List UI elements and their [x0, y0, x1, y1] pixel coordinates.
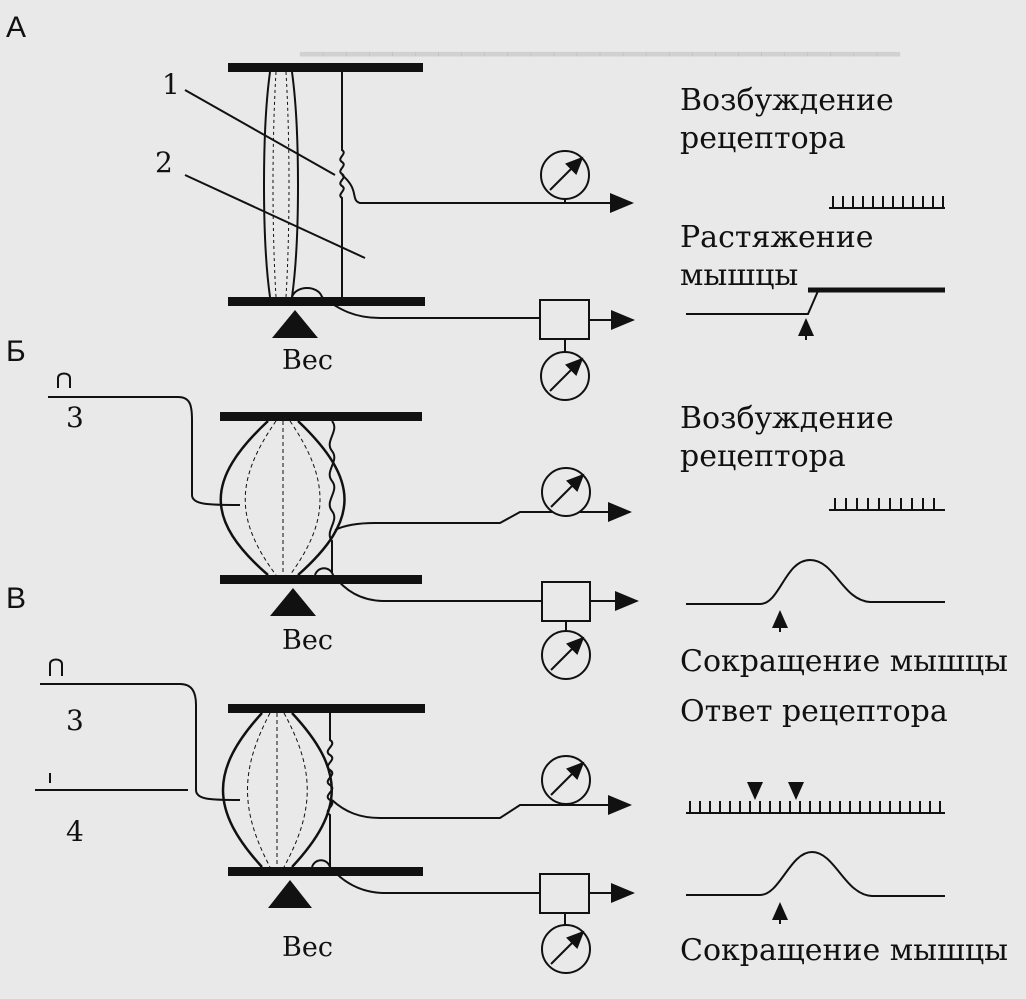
electrode-label-c4: 4 [66, 815, 84, 848]
transducer-lead-c [329, 866, 540, 894]
stimulator-lead-b [48, 396, 241, 506]
fulcrum-a [272, 310, 318, 338]
receptor-coil-a [339, 72, 345, 297]
nerve-lead-b [334, 502, 632, 531]
fulcrum-c [268, 880, 312, 908]
spike-train-b [829, 498, 945, 511]
panel-label-c: В [6, 582, 27, 615]
caption-b1-line1: Возбуждение [680, 401, 894, 436]
nerve-lead-c [331, 795, 632, 819]
panel-b-apparatus [48, 372, 945, 680]
label-1: 1 [162, 68, 180, 101]
transducer-box-a [539, 299, 590, 340]
top-plate-b [220, 412, 422, 421]
contraction-trace-c [686, 850, 945, 897]
nerve-lead-a [341, 174, 634, 213]
transducer-box-b [541, 581, 591, 622]
transducer-box-c [539, 873, 590, 914]
caption-b2: Сокращение мышцы [680, 644, 1009, 679]
caption-a2-line1: Растяжение [680, 220, 874, 255]
panel-label-a: А [6, 11, 27, 44]
spike-train-c [686, 801, 945, 814]
caption-b1-line2: рецептора [680, 439, 846, 474]
electrode-label-b3: 3 [66, 401, 84, 434]
contraction-trace-b [686, 558, 945, 605]
bottom-plate-b [220, 575, 422, 584]
panel-a-apparatus [184, 63, 945, 401]
spike-train-a [829, 196, 945, 209]
panel-c-apparatus [35, 658, 945, 974]
bottom-plate-a [228, 297, 425, 306]
caption-a2-line2: мышцы [680, 258, 799, 293]
weight-label-a: Вес [282, 345, 333, 376]
panel-label-b: Б [6, 335, 26, 368]
caption-c2: Сокращение мышцы [680, 933, 1009, 968]
label-2: 2 [155, 146, 173, 179]
pointer-line-2 [184, 174, 366, 259]
fulcrum-b [270, 588, 316, 616]
transducer-lead-b [332, 574, 542, 602]
top-plate-a [228, 63, 423, 72]
transducer-lead-a [321, 296, 540, 319]
caption-c1: Ответ рецептора [680, 694, 948, 729]
caption-a1-line1: Возбуждение [680, 83, 894, 118]
muscle-a [263, 71, 299, 298]
pointer-line-1 [184, 89, 336, 176]
receptor-c [326, 713, 334, 867]
caption-a1-line2: рецептора [680, 121, 846, 156]
weight-label-b: Вес [282, 625, 333, 656]
bottom-plate-c [228, 867, 423, 876]
top-plate-c [228, 704, 425, 713]
stretch-trace-a [686, 290, 945, 315]
muscle-b [219, 420, 346, 576]
receptor-b [328, 420, 336, 575]
stimulator-lead-c [40, 683, 241, 801]
weight-label-c: Вес [282, 932, 333, 963]
electrode-label-c3: 3 [66, 704, 84, 737]
